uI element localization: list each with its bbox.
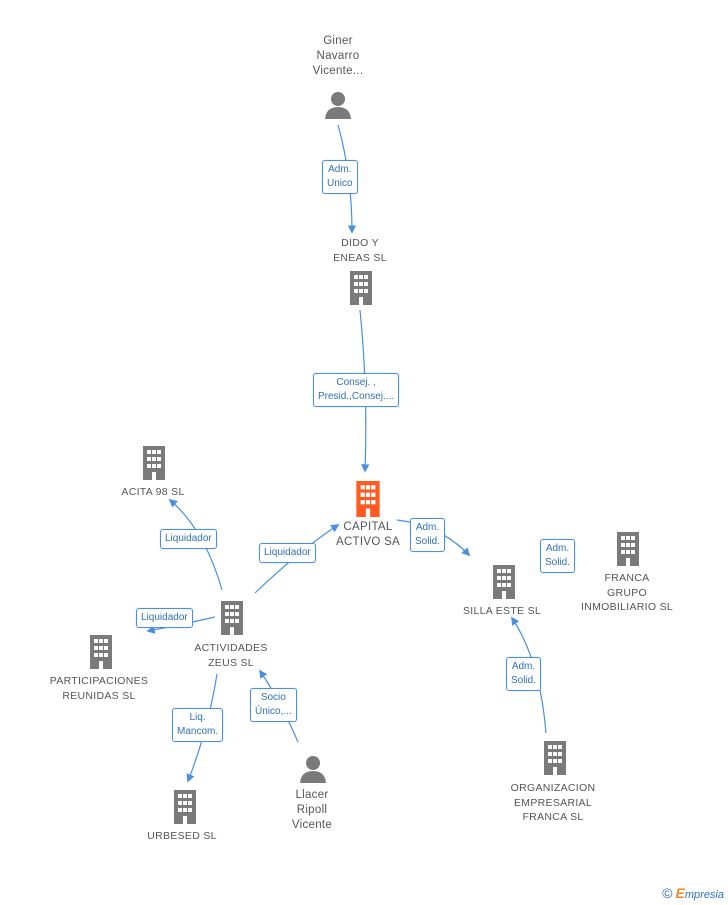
- node-label-line: DIDO Y: [341, 237, 379, 249]
- node-organizacion[interactable]: ORGANIZACION EMPRESARIAL FRANCA SL: [498, 781, 608, 825]
- node-label-line: CAPITAL: [343, 521, 393, 533]
- edge-label-line: Solid.: [545, 557, 571, 568]
- node-label-line: PARTICIPACIONES: [49, 675, 149, 687]
- edge-label-adm-solid-capital[interactable]: Adm. Solid.: [410, 518, 446, 552]
- building-icon: [617, 532, 639, 566]
- edge-label-liq-mancom[interactable]: Liq. Mancom.: [172, 708, 224, 742]
- node-label-line: ACITA 98 SL: [121, 486, 185, 498]
- edge-label-line: Solid.: [511, 675, 537, 686]
- node-label-line: EMPRESARIAL: [514, 796, 592, 809]
- node-label-line: Giner: [323, 35, 353, 47]
- edge-label-liquidador-acita[interactable]: Liquidador: [160, 529, 217, 549]
- building-icon: [544, 741, 566, 775]
- edge-label-line: Adm.: [415, 522, 440, 533]
- edge-label-line: Liquidador: [141, 612, 188, 623]
- edge-label-socio-unico[interactable]: Socio Único,...: [250, 688, 297, 722]
- edge-label-line: Unico: [327, 178, 353, 189]
- building-icon-main: [356, 481, 380, 517]
- node-label-line: REUNIDAS SL: [62, 689, 136, 702]
- edge-label-line: Único,...: [255, 706, 292, 717]
- edge-label-line: Socio: [260, 692, 286, 703]
- edge-label-line: Adm.: [511, 661, 536, 672]
- node-giner[interactable]: Giner Navarro Vicente...: [288, 34, 388, 79]
- node-label-line: ACTIVIDADES: [194, 642, 268, 654]
- copyright-icon: ©: [662, 885, 673, 901]
- building-icon: [143, 446, 165, 480]
- edge-label-line: Consej. ,: [336, 377, 376, 388]
- node-label-line: ORGANIZACION: [510, 782, 596, 794]
- node-label-line: FRANCA: [604, 572, 650, 584]
- node-label-line: ENEAS SL: [333, 251, 387, 264]
- node-capital[interactable]: CAPITAL ACTIVO SA: [318, 520, 418, 550]
- node-silla[interactable]: SILLA ESTE SL: [452, 604, 552, 619]
- edge-label-line: Mancom.: [177, 726, 219, 737]
- edge-label-adm-solid-organizacion[interactable]: Adm. Solid.: [506, 657, 542, 691]
- node-urbesed[interactable]: URBESED SL: [132, 829, 232, 844]
- node-dido[interactable]: DIDO Y ENEAS SL: [310, 236, 410, 265]
- node-label-line: Navarro: [316, 50, 360, 62]
- brand-logo-text: mpresia: [684, 889, 724, 901]
- node-label-line: ZEUS SL: [208, 656, 254, 669]
- edge-label-line: Adm.: [328, 164, 352, 175]
- person-icon: [300, 756, 326, 783]
- node-label-line: URBESED SL: [147, 830, 217, 842]
- node-participaciones[interactable]: PARTICIPACIONES REUNIDAS SL: [44, 674, 154, 703]
- edge-label-adm-unico[interactable]: Adm. Unico: [322, 160, 358, 194]
- node-label-line: GRUPO: [606, 586, 647, 599]
- person-icon: [325, 92, 351, 119]
- node-label-line: FRANCA SL: [522, 811, 584, 823]
- building-icon: [174, 790, 196, 824]
- node-label-line: ACTIVO SA: [335, 536, 401, 548]
- node-llacer[interactable]: Llacer Ripoll Vicente: [262, 788, 362, 833]
- building-icon: [90, 635, 112, 669]
- node-label-line: Vicente...: [312, 65, 364, 77]
- node-label-line: Ripoll: [296, 804, 328, 816]
- brand-logo-initial: E: [675, 885, 685, 901]
- building-icon: [350, 271, 372, 305]
- edge-label-line: Solid.: [415, 536, 441, 547]
- building-icon: [493, 565, 515, 599]
- node-label-line: SILLA ESTE SL: [462, 605, 542, 617]
- edge-label-line: Adm.: [545, 543, 570, 554]
- node-acita[interactable]: ACITA 98 SL: [103, 485, 203, 500]
- edge-label-line: Liq.: [189, 712, 206, 723]
- node-label-line: Llacer: [295, 789, 329, 801]
- node-label-line: INMOBILIARIO SL: [580, 601, 674, 613]
- edge-label-adm-solid-franca[interactable]: Adm. Solid.: [540, 539, 576, 573]
- brand-footer[interactable]: © Empresia: [662, 885, 724, 901]
- node-label-line: Vicente: [291, 819, 333, 831]
- edge-label-line: Liquidador: [165, 533, 212, 544]
- edge-label-line: Liquidador: [264, 547, 311, 558]
- edge-label-liquidador-capital[interactable]: Liquidador: [259, 543, 316, 563]
- node-franca-grupo[interactable]: FRANCA GRUPO INMOBILIARIO SL: [572, 571, 682, 615]
- edge-label-liquidador-participaciones[interactable]: Liquidador: [136, 608, 193, 628]
- building-icon: [221, 601, 243, 635]
- edge-label-line: Presid.,Consej....: [318, 391, 395, 402]
- edge-label-consej[interactable]: Consej. , Presid.,Consej....: [313, 373, 400, 407]
- node-actividades[interactable]: ACTIVIDADES ZEUS SL: [181, 641, 281, 670]
